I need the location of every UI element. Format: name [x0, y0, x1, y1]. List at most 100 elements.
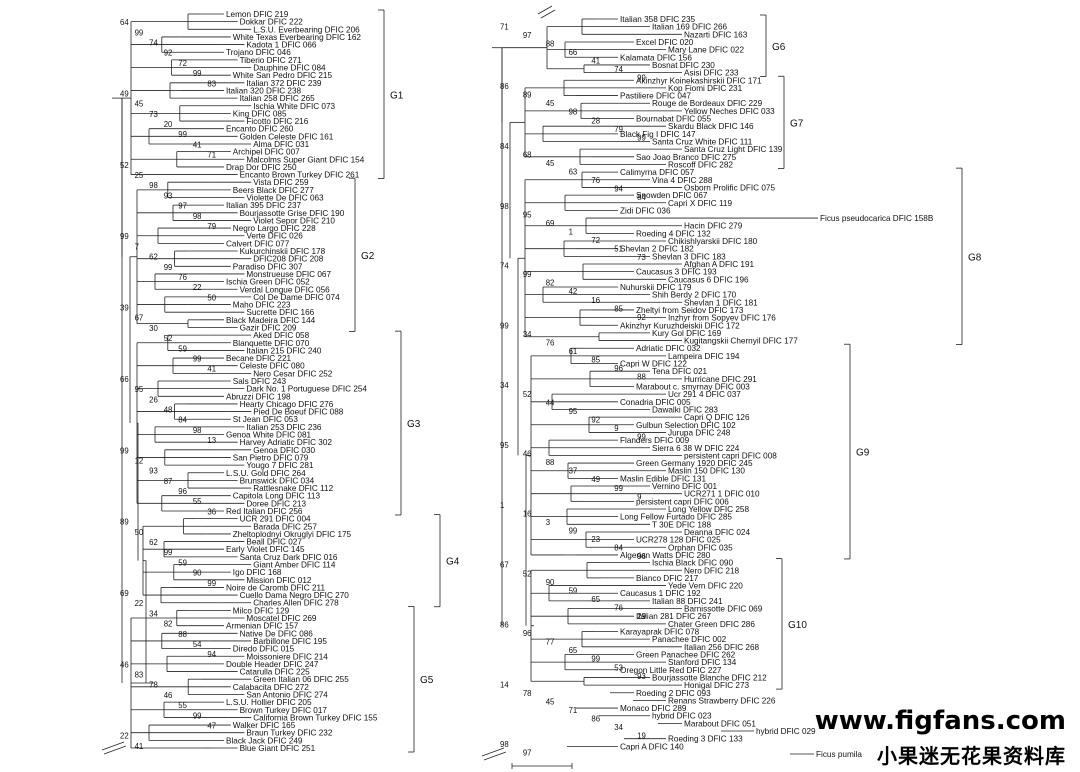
taxon-label: Italian 395 DFIC 237: [226, 201, 302, 210]
bootstrap-value: 9: [637, 492, 641, 501]
bootstrap-value: 22: [193, 283, 202, 292]
taxon-label: Italian 281 DFIC 267: [636, 612, 712, 621]
taxon-label: Kop Fiomi DFIC 231: [668, 84, 743, 93]
bootstrap-value: 83: [207, 79, 216, 88]
watermark-site: www.figfans.com: [814, 706, 1066, 736]
taxon-label: Karayaprak DFIC 078: [620, 628, 700, 637]
taxon-label: Roeding 2 DFIC 093: [636, 689, 711, 698]
bootstrap-value: 52: [120, 161, 129, 170]
taxon-label: Renans Strawberry DFIC 226: [668, 696, 776, 705]
taxon-label: Ischia Black DFIC 090: [652, 559, 733, 568]
root-break-mark: [483, 751, 507, 761]
taxon-label: Osborn Prolific DFIC 075: [684, 183, 775, 192]
taxon-label: Ischia White DFIC 073: [253, 102, 335, 111]
bootstrap-value: 86: [591, 715, 600, 724]
taxon-label: San Antonio DFIC 274: [246, 690, 328, 699]
taxon-label: Moissoniere DFIC 214: [246, 652, 328, 661]
taxon-label: Inzhyr from Sopyev DFIC 176: [668, 314, 776, 323]
taxon-label: Dokkar DFIC 222: [240, 18, 304, 27]
bootstrap-value: 34: [614, 723, 623, 732]
taxon-label: Caucasus 1 DFIC 192: [620, 589, 701, 598]
taxon-label: Adriatic DFIC 032: [636, 344, 701, 353]
bootstrap-value: 16: [591, 296, 600, 305]
bootstrap-value: 45: [546, 697, 555, 706]
taxon-label: Kadota 1 DFIC 066: [246, 41, 317, 50]
root-break-mark: [540, 9, 556, 19]
taxon-label: Alma DFIC 031: [253, 140, 309, 149]
bootstrap-value: 72: [591, 236, 600, 245]
bootstrap-value: 98: [569, 108, 578, 117]
bootstrap-value: 76: [591, 176, 600, 185]
taxon-label: Kury Gol DFIC 169: [652, 329, 722, 338]
taxon-label: Ischia Green DFIC 052: [226, 278, 310, 287]
taxon-label: Native De DFIC 086: [240, 629, 314, 638]
bootstrap-value: 23: [591, 535, 600, 544]
bootstrap-value: 44: [546, 398, 555, 407]
taxon-label: Moscatel DFIC 269: [246, 614, 317, 623]
taxon-label: Archipel DFIC 007: [233, 148, 300, 157]
taxon-label: UCR271 1 DFIC 010: [684, 490, 760, 499]
bootstrap-value: 88: [546, 39, 555, 48]
bootstrap-value: 79: [207, 222, 216, 231]
taxon-label: Giant Amber DFIC 114: [253, 561, 336, 570]
bootstrap-value: 50: [207, 293, 216, 302]
taxon-label: Celeste DFIC 080: [240, 362, 306, 371]
bootstrap-value: 92: [164, 49, 173, 58]
taxon-label: hybrid DFIC 023: [652, 712, 712, 721]
taxon-label: Long Fellow Furtado DFIC 285: [620, 513, 732, 522]
taxon-label: Flanders DFIC 009: [620, 436, 690, 445]
bootstrap-value: 93: [164, 191, 173, 200]
taxon-label: Roeding 3 DFIC 133: [668, 735, 743, 744]
taxon-label: Santa Cruz Light DFIC 139: [684, 145, 783, 154]
bootstrap-value: 49: [120, 89, 129, 98]
bootstrap-value: 95: [500, 441, 509, 450]
bootstrap-value: 78: [523, 689, 532, 698]
taxon-label: Green Germany 1920 DFIC 245: [636, 459, 753, 468]
bootstrap-value: 85: [614, 304, 623, 313]
taxon-label: Italian 256 DFIC 268: [684, 643, 760, 652]
root-break-mark: [101, 741, 125, 751]
bootstrap-value: 26: [149, 395, 158, 404]
bootstrap-value: 62: [149, 253, 158, 262]
taxon-label: Early Violet DFIC 145: [226, 545, 305, 554]
taxon-label: Charles Allen DFIC 278: [253, 599, 339, 608]
taxon-label: Yougo 7 DFIC 281: [246, 461, 314, 470]
taxon-label: Shih Berdy 2 DFIC 170: [652, 291, 737, 300]
taxon-label: Monstrueuse DFIC 067: [246, 270, 331, 279]
taxon-label: St Jean DFIC 053: [233, 415, 299, 424]
taxon-label: Milco DFIC 129: [233, 606, 290, 615]
bootstrap-value: 34: [149, 609, 158, 618]
taxon-label: Orphan DFIC 035: [668, 543, 733, 552]
taxon-label: Violette De DFIC 063: [246, 194, 324, 203]
bootstrap-value: 78: [149, 681, 158, 690]
taxon-label: Calabacita DFIC 272: [233, 683, 309, 692]
bootstrap-value: 16: [523, 509, 532, 518]
taxon-label: Excel DFIC 020: [636, 38, 694, 47]
taxon-label: Nero Cesar DFIC 252: [253, 369, 333, 378]
taxon-label: Monaco DFIC 289: [620, 704, 687, 713]
bootstrap-value: 1: [500, 501, 504, 510]
bootstrap-value: 88: [546, 458, 555, 467]
group-label: G10: [788, 620, 807, 631]
bootstrap-value: 41: [591, 56, 600, 65]
bootstrap-value: 66: [569, 48, 578, 57]
bootstrap-value: 98: [193, 426, 202, 435]
taxon-label: Sals DFIC 243: [233, 377, 287, 386]
bootstrap-value: 69: [546, 219, 555, 228]
bootstrap-value: 54: [193, 640, 202, 649]
bootstrap-value: 98: [149, 181, 158, 190]
taxon-label: Yede Vern DFIC 220: [668, 582, 743, 591]
taxon-label: Caucasus 6 DFIC 196: [668, 275, 749, 284]
taxon-label: Brunswick DFIC 034: [240, 476, 315, 485]
taxon-label: Brown Turkey DFIC 017: [240, 706, 328, 715]
bootstrap-value: 89: [523, 91, 532, 100]
taxon-label: Blanquette DFIC 070: [233, 339, 310, 348]
taxon-label: Col De Dame DFIC 074: [253, 293, 340, 302]
taxon-label: Shevlan 3 DFIC 183: [652, 252, 726, 261]
taxon-label: Italian 372 DFIC 239: [246, 79, 322, 88]
bootstrap-value: 37: [569, 467, 578, 476]
bootstrap-value: 99: [637, 133, 646, 142]
bootstrap-value: 64: [120, 18, 129, 27]
bootstrap-value: 39: [120, 304, 129, 313]
taxon-label: Kugitangskii Chernyil DFIC 177: [684, 337, 798, 346]
